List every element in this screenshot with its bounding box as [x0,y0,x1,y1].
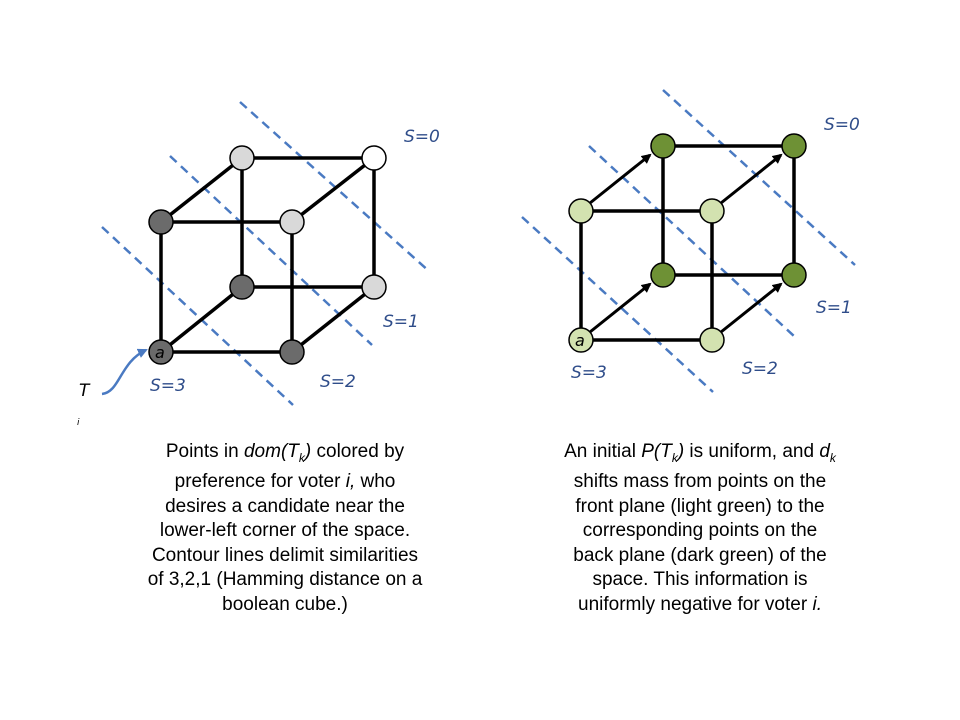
left-node-back-bottom-left [229,274,255,300]
right-arrow-edge [720,153,783,205]
left-label-s3: S=3 [150,376,186,396]
left-caption-line: boolean cube.) [222,593,348,615]
right-contour-s0 [662,89,856,266]
right-arrow-edge [589,153,652,205]
left-node-front-bottom-right [279,339,305,365]
caption-italic: i. [812,593,822,615]
right-label-s2: S=2 [742,359,778,379]
right-caption-line: front plane (light green) to the [575,495,825,517]
left-caption-line: lower-left corner of the space. [159,520,411,542]
left-label-s1: S=1 [383,312,419,332]
left-pointer-label: T [79,381,91,401]
left-label-s0: S=0 [404,127,440,147]
right-node-a-label: a [575,331,585,350]
left-pointer-arrow [101,348,148,396]
left-caption-line: Contour lines delimit similarities [151,544,419,566]
left-label-s2: S=2 [320,372,356,392]
right-node-front-top-left [568,198,594,224]
right-node-back-bottom-right [781,262,807,288]
caption-text: Points in [165,441,244,462]
right-caption: An initial P(Tk) is uniform, and dk shif… [530,440,870,617]
caption-italic: i, [345,471,356,493]
right-arrow-edge [720,282,783,334]
caption-text: preference for voter [174,471,346,493]
left-node-back-top-right [361,145,387,171]
right-label-s0: S=0 [824,115,860,135]
caption-italic: ) [304,441,312,462]
left-node-front-top-left [148,209,174,235]
left-node-back-top-left [229,145,255,171]
left-caption-line: desires a candidate near the [165,495,405,517]
right-node-front-top-right [699,198,725,224]
right-label-s3: S=3 [571,363,607,383]
left-edge [159,285,244,354]
left-node-back-bottom-right [361,274,387,300]
right-node-front-bottom-left [568,327,594,353]
caption-italic: d [819,441,830,462]
left-contour-s2 [101,226,294,406]
left-cube: a S=0 S=1 S=2 S=3 T i [77,101,440,428]
left-pointer-subscript: i [77,418,80,428]
caption-subscript: k [829,450,836,465]
right-node-back-top-right [781,133,807,159]
right-label-s1: S=1 [816,298,852,318]
caption-italic: dom(T [243,441,299,462]
right-contour-s2 [521,216,714,393]
right-caption-line: An initial P(Tk) is uniform, and dk [530,440,870,470]
left-node-front-bottom-left [148,339,174,365]
left-edge [290,156,376,224]
caption-italic: P(T [641,441,672,462]
left-node-front-top-right [279,209,305,235]
left-node-a-label: a [155,343,165,362]
left-caption-line: of 3,2,1 (Hamming distance on a [147,569,423,591]
caption-italic: ) [677,441,685,462]
caption-text: colored by [311,441,405,462]
right-node-front-bottom-right [699,327,725,353]
left-edge [159,156,244,224]
right-caption-line: back plane (dark green) of the [573,544,827,566]
left-caption-line: Points in dom(Tk) colored by [115,440,455,470]
caption-text: who [355,471,396,493]
caption-text: An initial [564,441,642,462]
right-caption-line: shifts mass from points on the [573,471,827,493]
right-node-back-top-left [650,133,676,159]
left-edge [290,285,376,354]
right-caption-line: space. This information is [592,569,808,591]
caption-text: uniformly negative for voter [578,593,813,615]
caption-subscript: k [298,450,305,465]
right-caption-line: corresponding points on the [582,520,818,542]
caption-text: is uniform, and [684,441,820,462]
right-node-back-bottom-left [650,262,676,288]
right-caption-line: uniformly negative for voter i. [530,593,870,618]
left-caption: Points in dom(Tk) colored by preference … [115,440,455,617]
right-arrow-edge [589,282,652,334]
caption-subscript: k [671,450,678,465]
left-caption-line: preference for voter i, who [115,470,455,495]
right-cube: a S=0 S=1 S=2 S=3 [521,89,860,393]
